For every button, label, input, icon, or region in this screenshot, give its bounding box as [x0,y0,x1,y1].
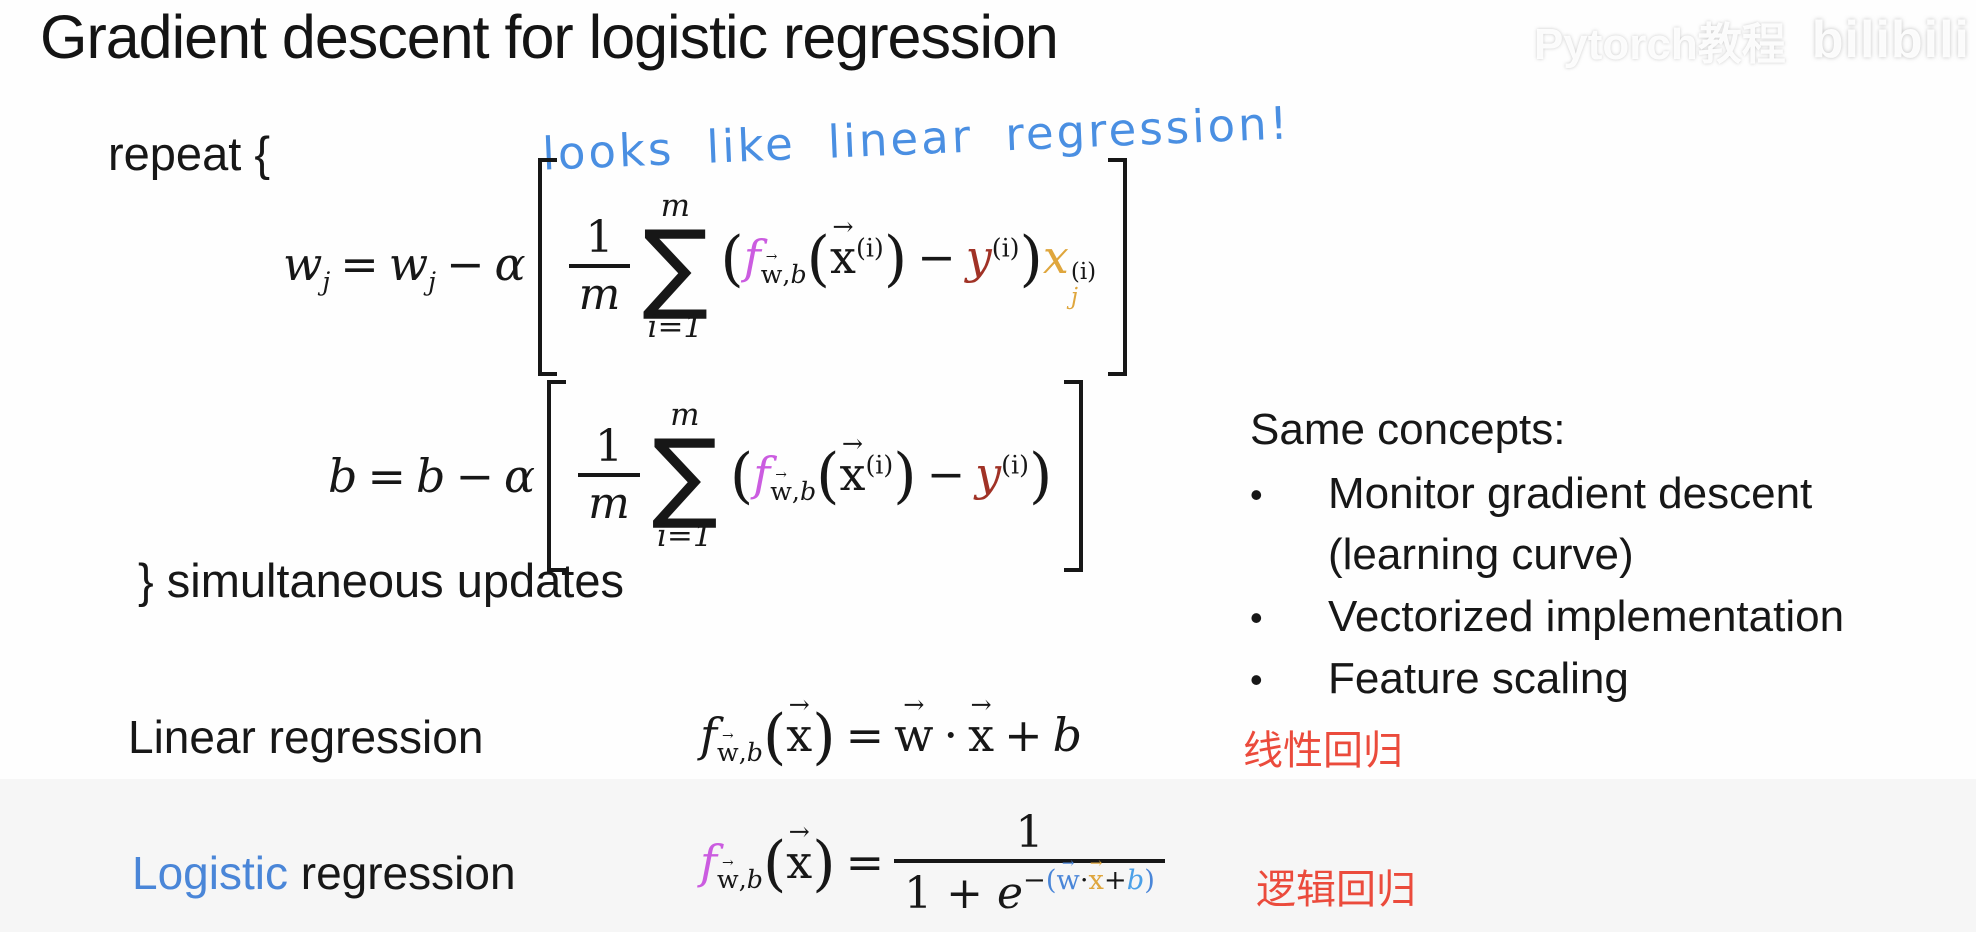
logistic-lhs: f→w,b(→x)= [700,817,885,899]
xj-term: x [1042,229,1069,284]
vector-arrow-icon: → [1061,853,1075,872]
xj-supsub: (i)j [1070,258,1097,310]
simultaneous-updates-label: } simultaneous updates [138,554,624,607]
repeat-open-label: repeat { [108,127,271,180]
bullet-icon: • [1250,473,1263,515]
f-term: f [700,835,718,890]
x-vector: →x [830,212,856,284]
vector-arrow-icon: → [788,690,810,720]
vector-arrow-icon: → [841,429,864,459]
vector-arrow-icon: → [832,212,854,242]
vector-arrow-icon: → [765,249,778,266]
video-watermark: Pytorch教程 bilibili [1534,8,1970,72]
w-vector: →w [717,854,739,895]
x-vector: →x [786,817,813,890]
f-term: f [753,447,771,502]
sigmoid-fraction: 1 1 + e−(→w·→x+b) [894,808,1165,919]
bullet-spacer [1250,528,1328,582]
f-term: f [700,708,718,763]
page-title: Gradient descent for logistic regression [40,3,1059,71]
w-update-equation: wj=wj−α 1 m m ∑ i=1 (f→w,b(→x(i))−y(i))x… [283,158,1128,376]
vector-arrow-icon: → [903,690,925,720]
watermark-text: Pytorch教程 [1533,20,1786,69]
y-term: y [975,447,1002,502]
sigmoid-denominator: 1 + e−(→w·→x+b) [894,853,1165,920]
x-vector: →x [968,690,995,763]
f-subscript: →w,b [717,727,763,768]
b-update-expression: (f→w,b(→x(i))−y(i)) [729,429,1053,511]
linear-regression-cn-annotation: 线性回归 [1243,729,1403,773]
list-item: • Monitor gradient descent [1250,467,1970,521]
sigma-glyph: ∑ [651,418,718,533]
x-vector: →x [1088,853,1104,896]
list-item: • Feature scaling [1250,652,1970,706]
f-term: f [743,229,761,284]
x-vector: →x [786,690,813,763]
sigma-glyph: ∑ [642,209,709,324]
logistic-regression-formula: f→w,b(→x)= 1 1 + e−(→w·→x+b) [700,796,1165,932]
bullet-icon: • [1250,658,1263,700]
sigmoid-exponent: −(→w·→x+b) [1023,853,1155,896]
linear-regression-label: Linear regression [128,711,484,763]
one-over-m: 1 m [578,422,640,529]
same-concepts-panel: Same concepts: • Monitor gradient descen… [1250,403,1970,705]
bottom-background-band [0,779,1976,932]
vector-arrow-icon: → [722,727,734,744]
w-vector: →w [894,690,934,763]
w-vector: →w [717,727,739,768]
bilibili-logo: bilibili [1811,11,1970,69]
linear-regression-formula: f→w,b(→x)=→w·→x+b [700,690,1083,772]
vector-arrow-icon: → [970,690,992,720]
w-vector: →w [1056,853,1080,896]
left-bracket [547,380,567,572]
w-update-lhs: wj=wj−α [283,237,526,297]
f-subscript: →w,b [770,466,817,507]
left-bracket [537,158,557,376]
right-bracket [1064,380,1084,572]
w-vector: →w [760,249,783,289]
f-subscript: →w,b [760,249,807,289]
bullet-icon: • [1250,597,1263,639]
f-subscript: →w,b [717,854,763,895]
list-item: (learning curve) [1250,528,1970,582]
vector-arrow-icon: → [788,817,810,847]
logistic-regression-label: Logistic regression [132,847,516,899]
vector-arrow-icon: → [775,466,787,483]
summation-symbol: m ∑ i=1 [642,187,709,346]
vector-arrow-icon: → [1089,853,1103,872]
logistic-regression-cn-annotation: 逻辑回归 [1256,868,1416,912]
y-term: y [965,229,992,284]
x-vector: →x [839,429,866,502]
w-update-expression: (f→w,b(→x(i))−y(i))x(i)j [720,212,1097,310]
w-vector: →w [770,466,792,507]
one-over-m: 1 m [568,213,631,320]
summation-symbol: m ∑ i=1 [651,396,718,555]
b-update-lhs: b=b−α [328,449,536,503]
list-item: • Vectorized implementation [1250,590,1970,644]
right-bracket [1108,158,1128,376]
concepts-heading: Same concepts: [1250,405,1566,454]
vector-arrow-icon: → [722,854,734,871]
b-update-equation: b=b−α 1 m m ∑ i=1 (f→w,b(→x(i))−y(i)) [328,380,1084,572]
